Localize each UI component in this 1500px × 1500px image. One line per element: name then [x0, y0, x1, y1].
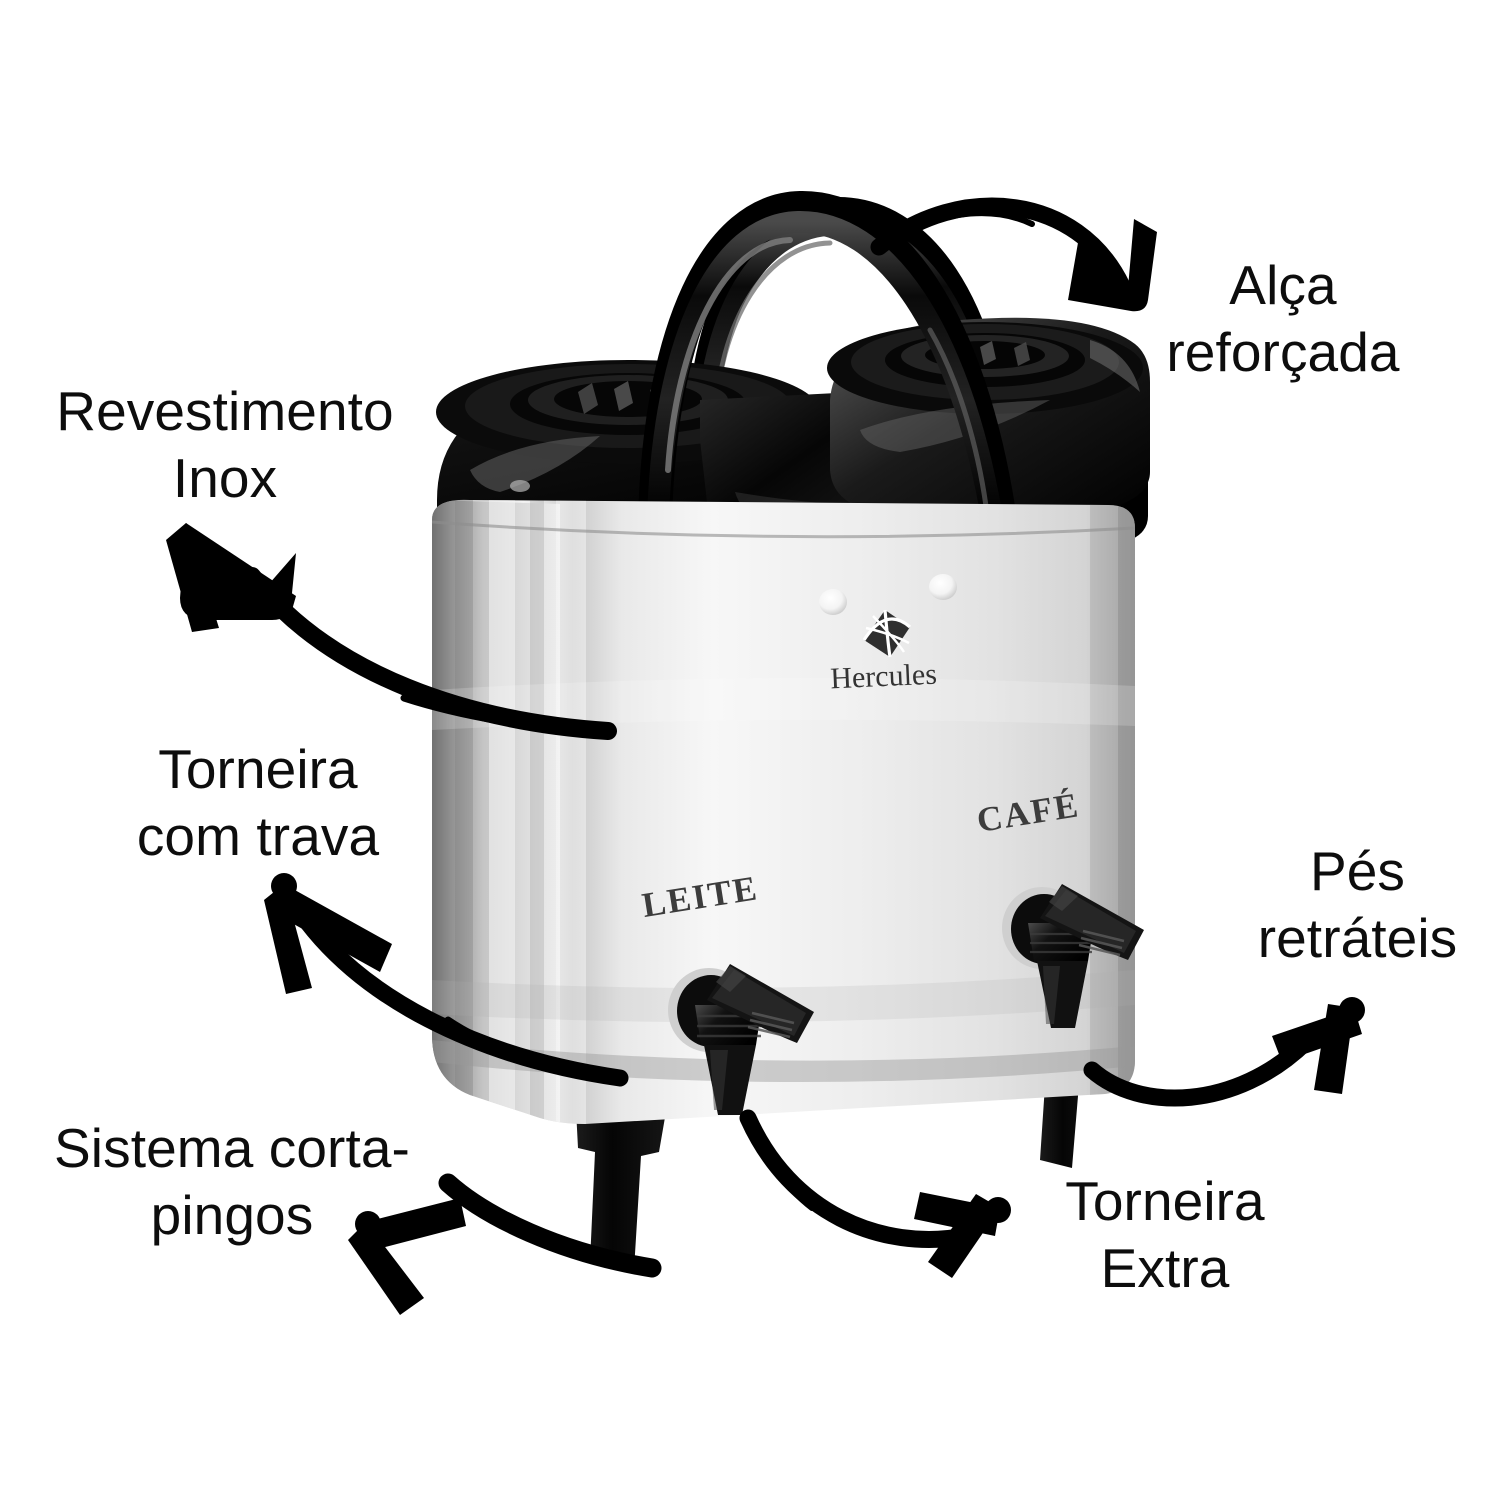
- callout-revestimento-inox: Revestimento Inox: [56, 380, 394, 510]
- callout-pes-retrateis: Pés retráteis: [1257, 840, 1458, 970]
- indicator-lights: [819, 574, 957, 615]
- callout-torneira-extra: Torneira Extra: [1065, 1170, 1265, 1300]
- tap-cafe: [1002, 884, 1144, 1028]
- callout-torneira-com-trava: Torneira com trava: [136, 738, 380, 868]
- handle-front: [638, 190, 1017, 537]
- callout-sistema-corta-pingos: Sistema corta- pingos: [54, 1117, 410, 1247]
- hercules-diamond-logo: [862, 609, 912, 658]
- tap-leite: [668, 964, 814, 1115]
- callout-alca-reforcada: Alça reforçada: [1166, 254, 1400, 384]
- brand-wordmark: Hercules: [830, 658, 938, 696]
